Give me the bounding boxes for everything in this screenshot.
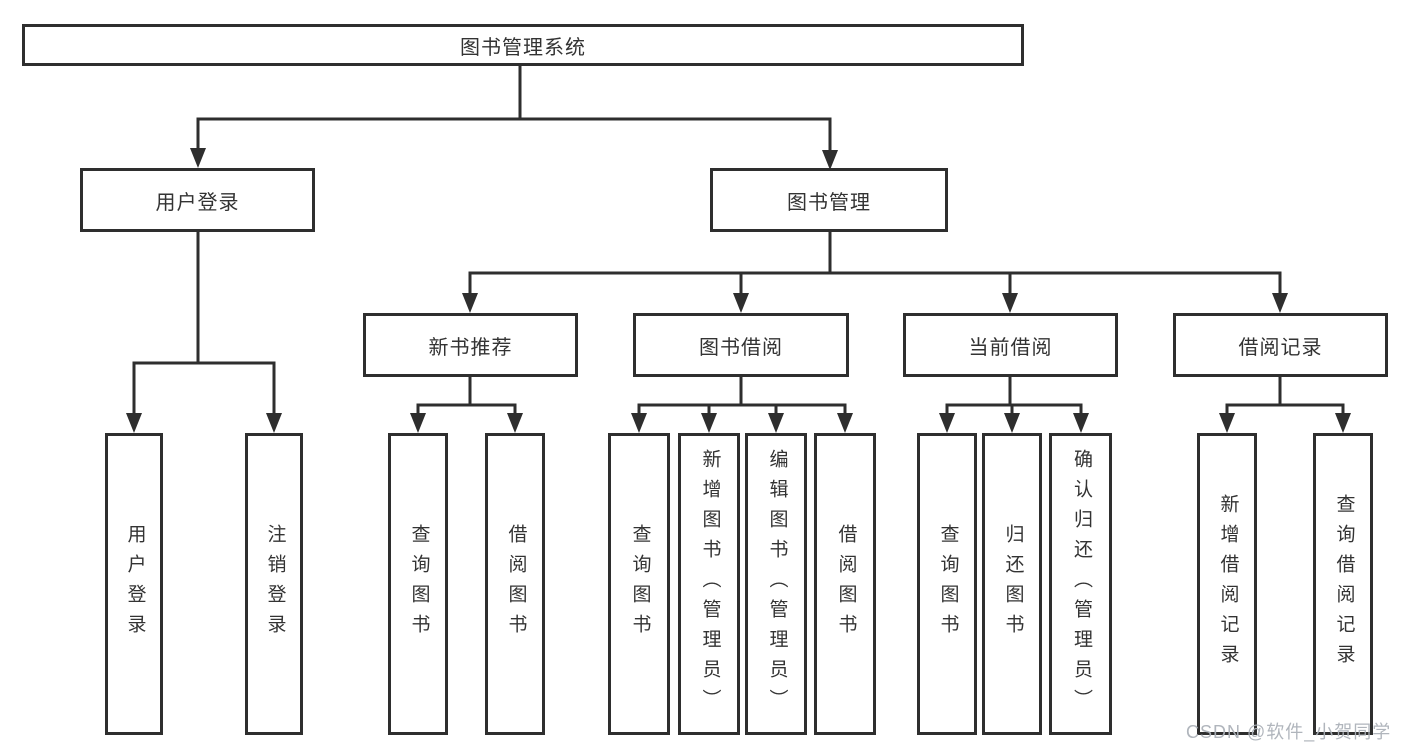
leaf-return-books-label: 归还图书 [1002, 524, 1024, 644]
leaf-add-books-admin-label: 新增图书（管理员） [699, 449, 721, 719]
node-user-login: 用户登录 [80, 168, 315, 232]
node-book-borrow: 图书借阅 [633, 313, 849, 377]
node-user-login-label: 用户登录 [155, 191, 240, 214]
leaf-query-borrow-record-label: 查询借阅记录 [1333, 494, 1355, 674]
node-new-book-recommend-label: 新书推荐 [428, 336, 513, 359]
leaf-query-books-2: 查询图书 [608, 433, 670, 735]
leaf-query-books-2-label: 查询图书 [629, 524, 651, 644]
arrowheads [126, 148, 1351, 433]
leaf-logout-label: 注销登录 [264, 524, 286, 644]
leaf-borrow-books-1-label: 借阅图书 [505, 524, 527, 644]
leaf-confirm-return-admin-label: 确认归还（管理员） [1070, 449, 1092, 719]
leaf-add-borrow-record: 新增借阅记录 [1197, 433, 1257, 735]
leaf-query-books-1: 查询图书 [388, 433, 448, 735]
node-book-management: 图书管理 [710, 168, 948, 232]
node-borrow-records: 借阅记录 [1173, 313, 1388, 377]
leaf-query-books-3-label: 查询图书 [937, 524, 959, 644]
leaf-user-login-label: 用户登录 [124, 524, 146, 644]
leaf-edit-books-admin: 编辑图书（管理员） [745, 433, 807, 735]
leaf-edit-books-admin-label: 编辑图书（管理员） [766, 449, 788, 719]
leaf-borrow-books-1: 借阅图书 [485, 433, 545, 735]
leaf-user-login: 用户登录 [105, 433, 163, 735]
node-current-borrow: 当前借阅 [903, 313, 1118, 377]
leaf-add-borrow-record-label: 新增借阅记录 [1217, 494, 1239, 674]
node-root: 图书管理系统 [22, 24, 1024, 66]
node-root-label: 图书管理系统 [460, 36, 586, 59]
node-borrow-records-label: 借阅记录 [1238, 336, 1323, 359]
leaf-confirm-return-admin: 确认归还（管理员） [1049, 433, 1112, 735]
leaf-logout: 注销登录 [245, 433, 303, 735]
node-new-book-recommend: 新书推荐 [363, 313, 578, 377]
node-book-borrow-label: 图书借阅 [699, 336, 783, 359]
csdn-watermark: CSDN @软件_小贺同学 [1186, 722, 1392, 742]
leaf-query-books-1-label: 查询图书 [408, 524, 430, 644]
node-current-borrow-label: 当前借阅 [968, 336, 1053, 359]
leaf-borrow-books-2-label: 借阅图书 [835, 524, 857, 644]
leaf-add-books-admin: 新增图书（管理员） [678, 433, 740, 735]
node-book-management-label: 图书管理 [787, 191, 871, 214]
leaf-query-borrow-record: 查询借阅记录 [1313, 433, 1373, 735]
leaf-return-books: 归还图书 [982, 433, 1042, 735]
leaf-query-books-3: 查询图书 [917, 433, 977, 735]
leaf-borrow-books-2: 借阅图书 [814, 433, 876, 735]
